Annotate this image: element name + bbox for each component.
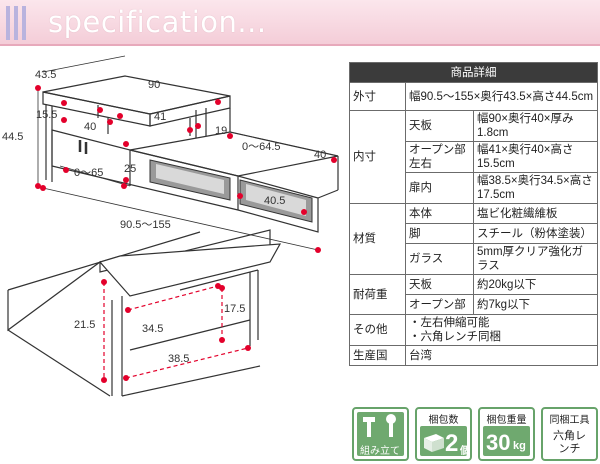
dim-open-depth: 40 [84,121,96,133]
badge-value: 六角レンチ [553,430,586,455]
dim-depth: 43.5 [35,69,56,81]
spec-cat: その他 [349,314,406,346]
dim-door-inner-height: 17.5 [224,303,245,315]
spec-value: スチール（粉体塗装） [473,223,598,244]
spec-value: 幅90.5～155×奥行43.5×高さ44.5cm [405,82,598,111]
dim-open-width: 41 [154,111,166,123]
badge-value: 30 [486,430,511,455]
dim-door-width: 40.5 [264,195,285,207]
spec-sub: オープン部左右 [405,141,474,173]
spec-value: 幅90×奥行40×厚み1.8cm [473,110,598,142]
dim-width-top: 90 [148,79,160,91]
spec-sub: 天板 [405,110,474,142]
dim-cabinet-height: 25 [124,163,136,175]
tools-icon [363,414,396,437]
spec-cat: 内寸 [349,110,406,204]
spec-value: 台湾 [405,345,598,366]
badge-title: 梱包重量 [486,415,527,426]
spec-sub: 脚 [405,223,474,244]
spec-value: 塩ビ化粧繊維板 [473,203,598,224]
spec-value: 幅38.5×奥行34.5×高さ17.5cm [473,172,598,204]
included-tool-badge: 同梱工具 六角レンチ [541,407,598,461]
header-accent-bar [6,6,10,40]
spec-value: 5mm厚クリア強化ガラス [473,243,598,275]
badge-unit: kg [513,440,526,452]
package-badges: 組み立て 梱包数 2 個 梱包重量 30 kg 同梱工具 六角レンチ [352,407,598,461]
badge-title: 梱包数 [428,415,459,426]
spec-sub: オープン部 [405,294,474,315]
dim-inner-height: 21.5 [74,319,95,331]
spec-cat: 外寸 [349,82,406,111]
dim-cabinet-depth: 40 [314,149,326,161]
spec-cat: 材質 [349,203,406,275]
dim-door-inner-width: 38.5 [168,353,189,365]
page-title: specification... [48,5,267,39]
dim-extend-left: 0～65 [74,167,103,179]
spec-value: 約7kg以下 [473,294,598,315]
spec-value: ・左右伸縮可能 ・六角レンチ同梱 [405,314,598,346]
box-icon [424,434,444,452]
badge-value: 組み立て [360,446,400,457]
spec-value: 幅41×奥行40×高さ15.5cm [473,141,598,173]
spec-cat: 耐荷重 [349,274,406,315]
dimension-drawing: 43.5 90 15.5 40 41 19 0～64.5 40 44.5 0～6… [2,55,339,397]
spec-value: 約20kg以下 [473,274,598,295]
spec-sub: 扉内 [405,172,474,204]
dim-shelf-height: 19 [215,125,227,137]
spec-table: 商品詳細 外寸 幅90.5～155×奥行43.5×高さ44.5cm 内寸 天板 … [349,62,598,366]
spec-sub: 天板 [405,274,474,295]
spec-table-title: 商品詳細 [349,62,598,83]
page-header: specification... [0,0,600,46]
dim-height: 44.5 [2,131,23,143]
dim-open-height: 15.5 [36,109,57,121]
dim-extend-right: 0～64.5 [242,141,281,153]
badge-unit: 個 [460,446,470,457]
package-count-badge: 梱包数 2 個 [415,407,472,461]
spec-sub: 本体 [405,203,474,224]
header-accent-bar [14,6,18,40]
header-accent-bar [22,6,26,40]
spec-cat: 生産国 [349,345,406,366]
dim-total-width: 90.5～155 [120,219,171,231]
spec-sub: ガラス [405,243,474,275]
badge-value: 2 [445,430,459,457]
dim-inner-depth: 34.5 [142,323,163,335]
assembly-badge: 組み立て [352,407,409,461]
badge-title: 同梱工具 [549,415,590,426]
package-weight-badge: 梱包重量 30 kg [478,407,535,461]
